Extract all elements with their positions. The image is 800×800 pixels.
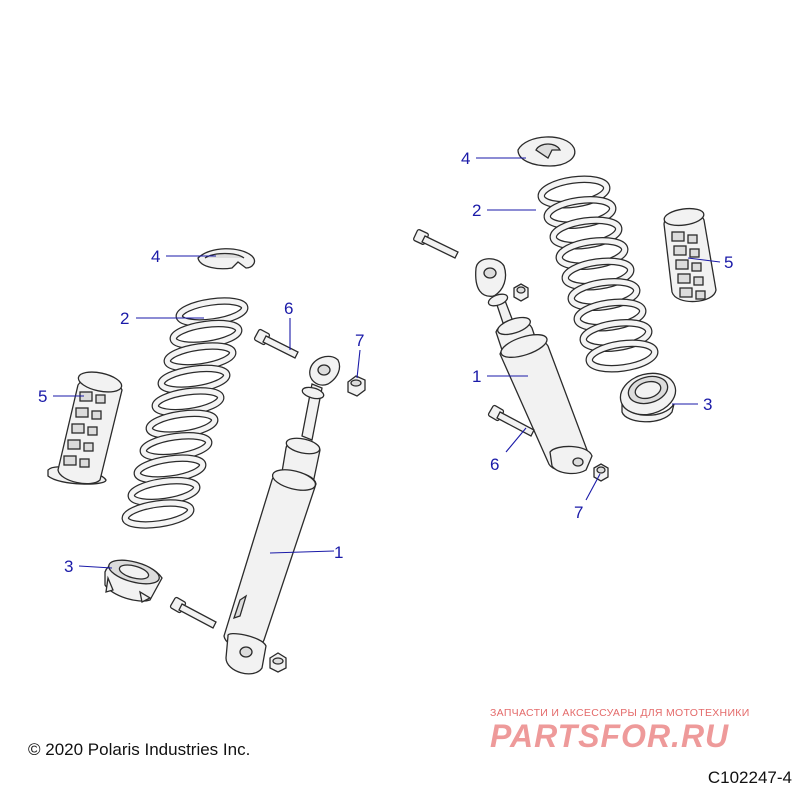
leader-right-7 [585,473,601,501]
left-upper-bolt [253,328,299,359]
callout-right-2: 2 [472,201,481,220]
callout-right-1: 1 [472,367,481,386]
sleeve-window [689,248,700,258]
right-assembly [413,136,717,482]
callout-left-1: 1 [334,543,343,562]
sleeve-window [671,231,685,242]
right-coil-spring [537,175,659,373]
sleeve-window [63,455,77,466]
sleeve-window [673,245,687,256]
sleeve-window [693,276,704,286]
left-retainer-plate [197,248,256,270]
right-retainer-plate [517,136,576,167]
leader-right-5 [687,257,721,263]
right-upper-nut [513,283,529,302]
left-bumper-sleeve [47,371,123,485]
callout-left-2: 2 [120,309,129,328]
right-shock-absorber [475,258,593,475]
callout-right-3: 3 [703,395,712,414]
left-spring-seat [104,559,163,603]
figure-id: C102247-4 [707,768,792,787]
right-lower-nut [593,463,609,482]
right-spring-seat [619,372,677,423]
callout-left-6: 6 [284,299,293,318]
sleeve-window [75,407,89,418]
sleeve-window [79,458,90,468]
callout-right-5: 5 [724,253,733,272]
left-upper-nut [347,375,366,397]
callout-left-5: 5 [38,387,47,406]
sleeve-window [87,426,98,436]
sleeve-window [67,439,81,450]
left-lower-bolt [169,596,217,629]
spring-coil [122,500,194,528]
leader-right-6 [505,427,527,453]
callout-right-7: 7 [574,503,583,522]
left-shock-absorber [223,355,341,675]
sleeve-window [675,259,689,270]
leader-left-7 [356,349,361,379]
copyright-text: © 2020 Polaris Industries Inc. [28,740,251,759]
watermark-brand: PARTSFOR.RU [490,718,730,754]
left-coil-spring [121,297,249,529]
sleeve-window [95,394,106,404]
callout-left-7: 7 [355,331,364,350]
sleeve-window [677,273,691,284]
sleeve-window [91,410,102,420]
spring-coil [586,340,658,372]
callout-right-4: 4 [461,149,470,168]
sleeve-window [687,234,698,244]
sleeve-window [695,290,706,300]
callout-leaders [53,157,721,569]
right-bumper-sleeve [663,207,717,303]
left-assembly [47,248,366,675]
sleeve-window [71,423,85,434]
leader-left-1 [269,550,335,554]
sleeve-window [83,442,94,452]
sleeve-window [679,287,693,298]
left-lower-nut [269,652,287,673]
callout-left-4: 4 [151,247,160,266]
callout-numbers: 1 2 3 4 5 6 7 1 2 3 4 5 6 7 [38,149,733,576]
leader-left-3 [78,565,113,569]
right-upper-bolt [413,229,459,259]
callout-right-6: 6 [490,455,499,474]
watermark-tagline: ЗАПЧАСТИ И АКСЕССУАРЫ ДЛЯ МОТОТЕХНИКИ [490,707,750,719]
sleeve-window [691,262,702,272]
callout-left-3: 3 [64,557,73,576]
